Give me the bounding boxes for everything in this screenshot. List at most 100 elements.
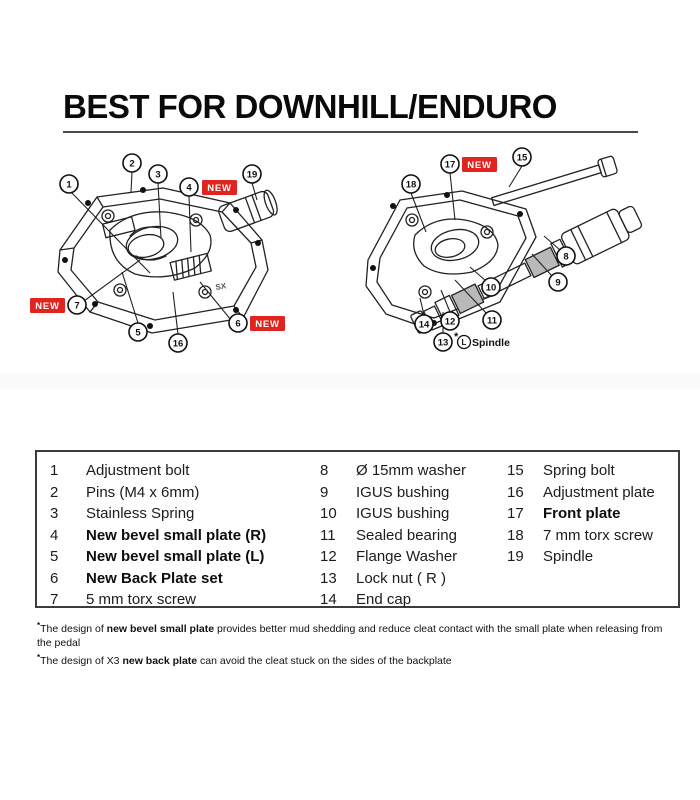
part-label: New Back Plate set — [86, 569, 223, 587]
callout-12: 12 — [440, 311, 460, 331]
callout-18: 18 — [401, 174, 421, 194]
part-number: 3 — [50, 505, 59, 522]
new-badge-part4: NEW — [202, 180, 237, 195]
footnote-bold-text: new back plate — [122, 655, 198, 667]
svg-text:18: 18 — [406, 180, 417, 191]
part-row-3: 3 Stainless Spring — [50, 505, 305, 527]
svg-text:12: 12 — [445, 317, 456, 328]
left-spindle-note: * L Spindle — [454, 331, 510, 350]
footnote-1: *The design of new bevel small plate pro… — [37, 619, 669, 650]
footnote-text: The design of X3 — [40, 655, 123, 667]
svg-text:9: 9 — [555, 278, 560, 289]
svg-text:4: 4 — [186, 183, 192, 194]
part-label: 7 mm torx screw — [543, 526, 654, 544]
part-label: Flange Washer — [356, 548, 458, 565]
leader-lines-right — [410, 165, 561, 333]
pedal-pins — [62, 187, 261, 329]
footnote-text: provides better mud shedding and reduce … — [37, 623, 663, 649]
pedal-pins — [370, 192, 523, 326]
part-number: 18 — [507, 526, 524, 544]
exploded-diagrams: SX — [0, 140, 700, 375]
part-number: 1 — [50, 462, 59, 479]
callout-16: 16 — [168, 333, 188, 353]
svg-text:14: 14 — [419, 320, 430, 331]
pedal-diagram-svg: SX — [30, 147, 643, 353]
footnote-asterisk: * — [37, 653, 41, 662]
part-number: 4 — [50, 526, 59, 544]
new-badge-part6: NEW — [250, 316, 285, 331]
callout-2: 2 — [122, 153, 142, 173]
part-row-6: 6 New Back Plate set — [50, 570, 305, 592]
svg-text:NEW: NEW — [35, 301, 60, 312]
svg-text:10: 10 — [486, 283, 497, 294]
footnote-asterisk: * — [37, 621, 41, 630]
svg-text:Spindle: Spindle — [472, 337, 510, 349]
callout-1: 1 — [59, 174, 79, 194]
part-row-11: 11 Sealed bearing — [320, 527, 500, 549]
part-label: Spring bolt — [543, 462, 615, 479]
part-label: Stainless Spring — [86, 505, 195, 522]
footnote-text: can avoid the cleat stuck on the sides o… — [197, 655, 452, 667]
part-number: 13 — [320, 569, 337, 587]
callout-4: 4 — [179, 177, 199, 197]
part-row-14: 14 End cap — [320, 591, 500, 613]
callout-5: 5 — [128, 322, 148, 342]
part-label: Adjustment plate — [543, 483, 655, 501]
part-row-19: 19 Spindle — [507, 548, 677, 570]
part-number: 14 — [320, 591, 337, 608]
part-label: End cap — [356, 591, 412, 608]
part-number: 16 — [507, 483, 524, 501]
part-number: 17 — [507, 505, 524, 522]
footnote-bold-text: new bevel small plate — [106, 623, 215, 635]
callout-14: 14 — [414, 314, 434, 334]
svg-text:17: 17 — [445, 160, 456, 171]
svg-text:15: 15 — [517, 153, 528, 164]
part-number: 11 — [320, 526, 336, 544]
spring-bolt-rod — [490, 155, 618, 207]
svg-text:5: 5 — [135, 328, 141, 339]
right-pedal-illustration — [365, 155, 643, 334]
left-pedal-spindle — [218, 189, 278, 233]
callout-13: 13 — [433, 332, 453, 352]
part-number: 6 — [50, 569, 59, 587]
footnotes: *The design of new bevel small plate pro… — [37, 619, 669, 669]
part-label: Sealed bearing — [356, 526, 457, 544]
svg-text:*: * — [454, 331, 459, 343]
title-underline — [63, 131, 638, 133]
part-number: 19 — [507, 548, 524, 565]
part-label: IGUS bushing — [356, 483, 450, 501]
part-label: 5 mm torx screw — [86, 591, 197, 608]
svg-text:16: 16 — [173, 339, 184, 350]
part-row-17: 17 Front plate — [507, 505, 677, 527]
section-divider-band — [0, 373, 700, 389]
bevel-plate-hatched — [169, 252, 212, 281]
callout-6: 6 — [228, 313, 248, 333]
callout-9: 9 — [548, 272, 568, 292]
leader-lines-left — [68, 171, 258, 335]
part-label: Lock nut ( R ) — [356, 569, 447, 587]
callout-7: 7 — [67, 295, 87, 315]
svg-text:NEW: NEW — [467, 160, 492, 171]
part-label: Pins (M4 x 6mm) — [86, 483, 200, 501]
part-row-4: 4 New bevel small plate (R) — [50, 527, 305, 549]
svg-text:19: 19 — [247, 170, 258, 181]
callout-10: 10 — [481, 277, 501, 297]
part-label: Spindle — [543, 548, 594, 565]
part-number: 5 — [50, 548, 59, 565]
callout-19: 19 — [242, 164, 262, 184]
part-number: 12 — [320, 548, 337, 565]
pedal-logo-text: SX — [215, 281, 228, 292]
part-label: IGUS bushing — [356, 505, 450, 522]
callout-3: 3 — [148, 164, 168, 184]
part-label: Ø 15mm washer — [356, 462, 467, 479]
part-label: New bevel small plate (R) — [86, 526, 267, 544]
part-number: 10 — [320, 505, 337, 522]
svg-text:3: 3 — [155, 170, 160, 181]
part-label: Front plate — [543, 505, 621, 522]
